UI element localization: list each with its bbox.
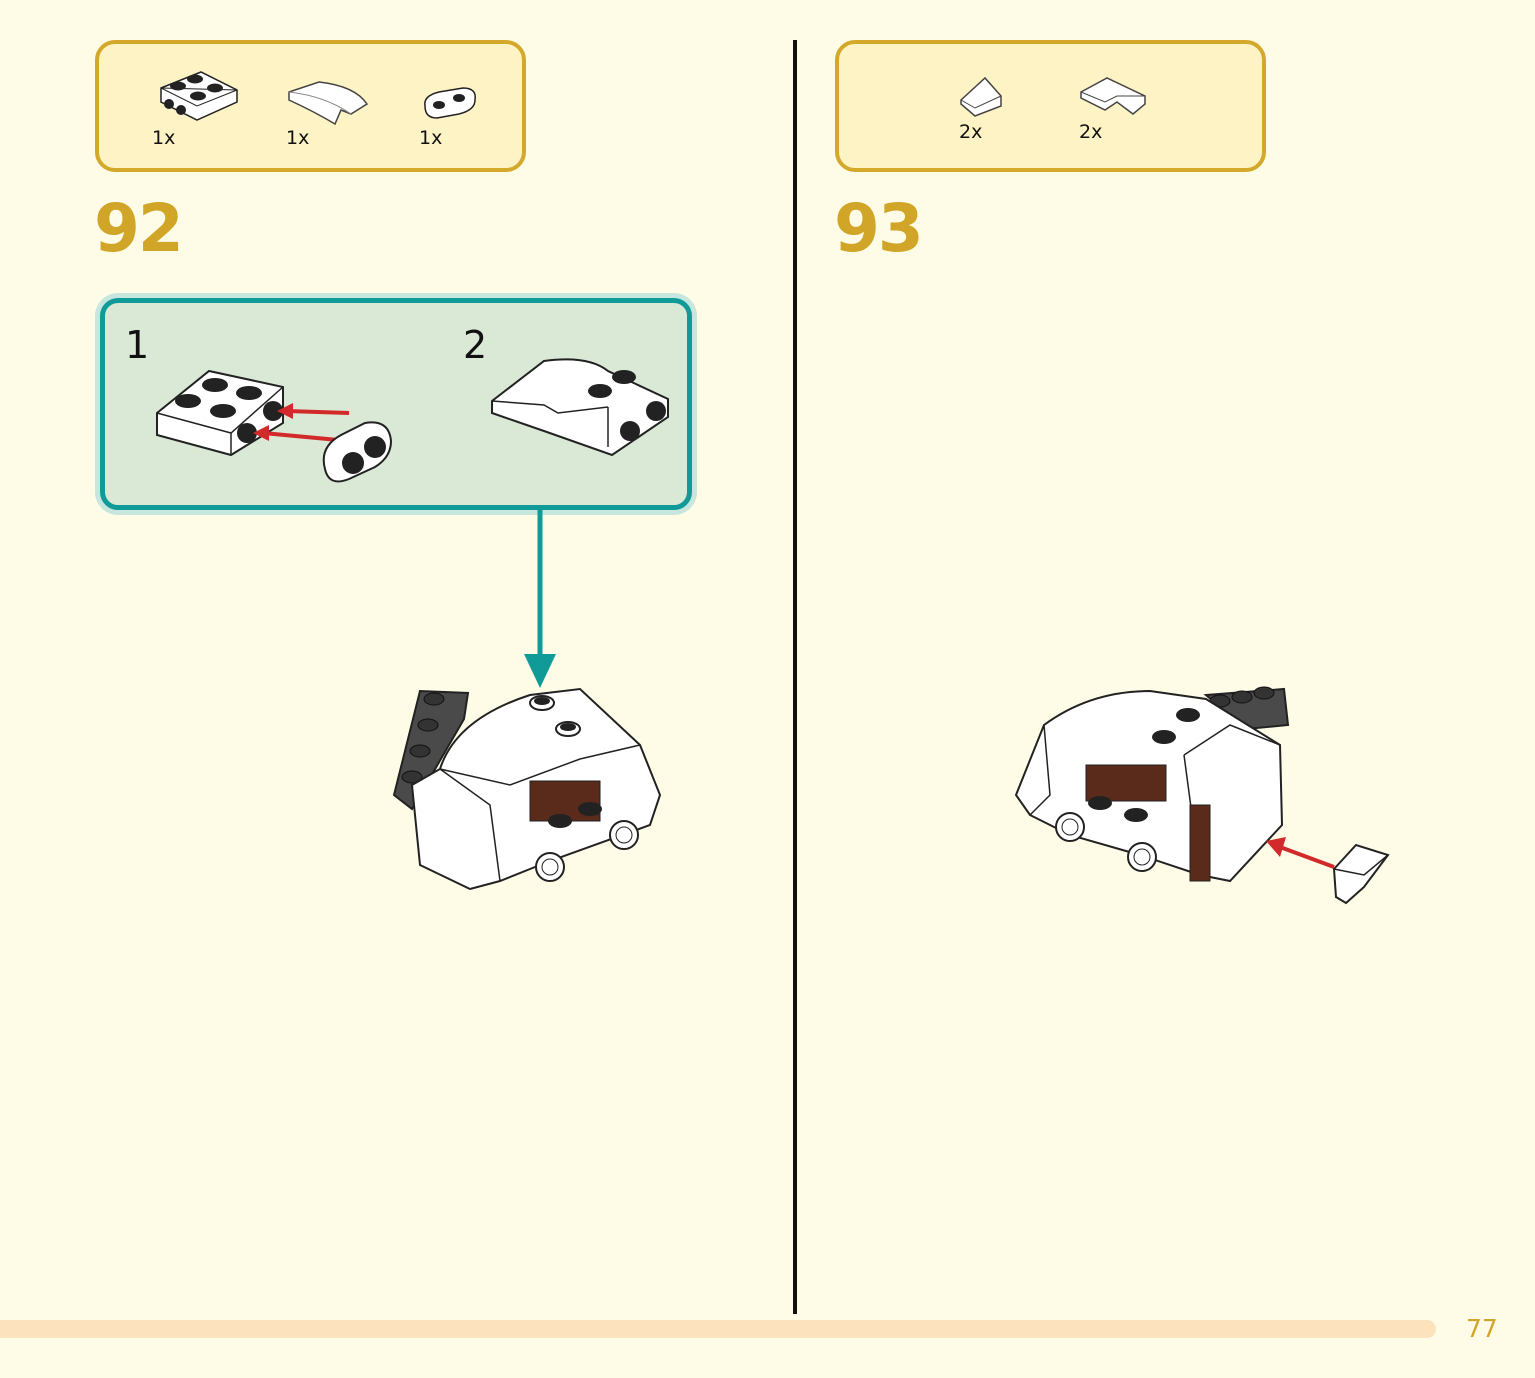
model-step-92-icon	[392, 687, 662, 891]
substep-callout: 1 2	[100, 298, 692, 510]
parts-list-step-93: 2x 2x	[835, 40, 1266, 172]
parts-list-step-92: 1x 1x 1x	[95, 40, 526, 172]
white-inverted-slope-icon	[1080, 77, 1146, 115]
part-qty: 2x	[1079, 121, 1103, 143]
part-qty: 2x	[959, 121, 983, 143]
white-curved-slope-icon	[288, 81, 369, 126]
page-number: 77	[1466, 1314, 1498, 1343]
white-1x2-jumper-plate-icon	[424, 87, 476, 119]
footer-bar	[0, 1320, 1436, 1338]
substep-number: 2	[463, 323, 488, 367]
part-qty: 1x	[286, 127, 310, 149]
white-wedge-slope-icon	[960, 76, 1002, 117]
white-2x2-plate-with-side-studs-icon	[160, 71, 238, 121]
add-curved-slope-icon	[491, 358, 669, 457]
step-number: 92	[94, 190, 184, 267]
part-qty: 1x	[419, 127, 443, 149]
part-qty: 1x	[152, 127, 176, 149]
model-step-93-icon	[1014, 686, 1390, 905]
connector-arrow-icon	[524, 510, 556, 688]
step-number: 93	[834, 190, 924, 267]
attach-jumper-plate-icon	[156, 369, 393, 483]
substep-number: 1	[125, 323, 150, 367]
page-divider	[793, 40, 797, 1314]
